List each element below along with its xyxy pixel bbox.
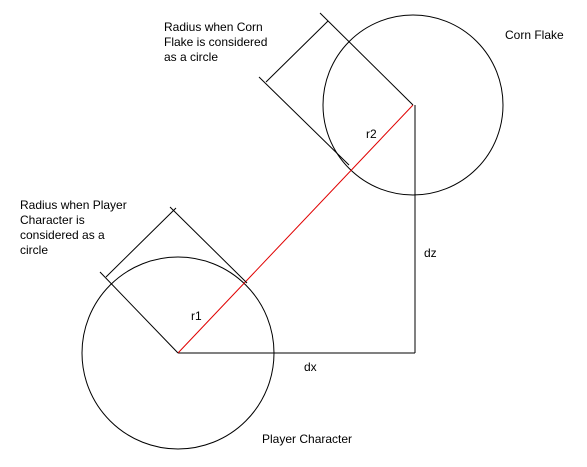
player-radius-extension-line-2: [169, 206, 248, 284]
player-radius-dimension-line: [105, 207, 177, 278]
corn-flake-label: Corn Flake: [505, 28, 564, 42]
dx-label: dx: [304, 360, 317, 374]
r1-label: r1: [191, 309, 202, 323]
corn-flake-radius-extension-line: [319, 12, 414, 106]
corn-flake-circle: [322, 14, 504, 196]
dz-label: dz: [424, 246, 437, 260]
player-character-label: Player Character: [262, 432, 353, 446]
center-distance-line: [177, 104, 414, 354]
corn-flake-radius-note: Radius when Corn Flake is considered as …: [164, 20, 268, 64]
player-radius-note: Radius when Player Character is consider…: [20, 198, 127, 257]
corn-flake-radius-extension-line-2: [258, 76, 350, 166]
player-radius-extension-line: [99, 271, 179, 354]
corn-flake-radius-dimension-line: [265, 20, 329, 83]
r2-label: r2: [366, 127, 377, 141]
